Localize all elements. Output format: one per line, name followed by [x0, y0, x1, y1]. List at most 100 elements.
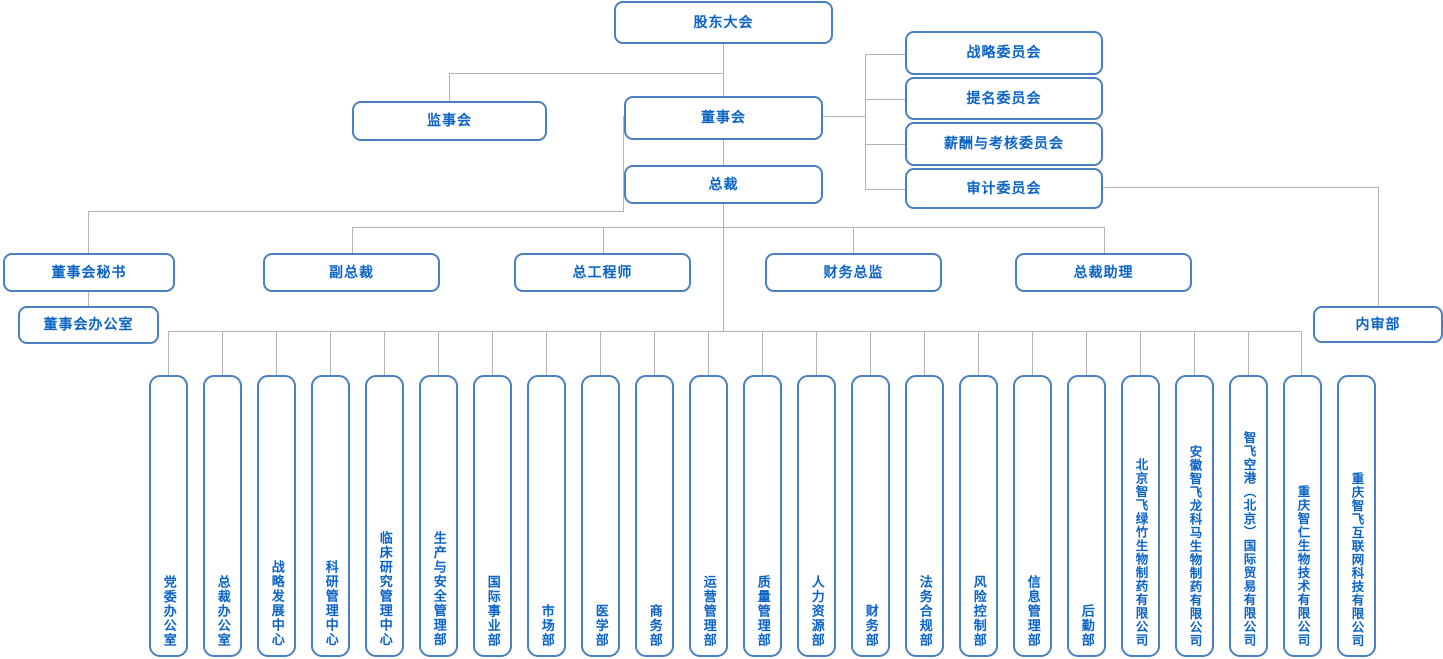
node-department-president-office[interactable]: 总裁办公室: [203, 375, 242, 657]
node-label: 总裁: [708, 175, 739, 192]
connector-dept-drop: [438, 331, 439, 375]
node-label: 生产与安全管理部: [431, 531, 447, 647]
node-department-marketing[interactable]: 市场部: [527, 375, 566, 657]
node-label: 质量管理部: [755, 574, 771, 648]
node-label: 内审部: [1355, 315, 1401, 332]
connector-sub-drop: [1248, 331, 1249, 375]
node-label: 风险控制部: [971, 574, 987, 648]
node-label: 薪酬与考核委员会: [944, 135, 1064, 152]
connector-dept-drop: [816, 331, 817, 375]
node-label: 医学部: [593, 603, 609, 648]
connector-exec-chief-engineer: [603, 227, 604, 253]
node-department-logistics[interactable]: 后勤部: [1067, 375, 1106, 657]
node-label: 总裁办公室: [215, 574, 231, 648]
node-department-international-business[interactable]: 国际事业部: [473, 375, 512, 657]
node-label: 商务部: [647, 603, 663, 648]
connector-dept-drop: [1032, 331, 1033, 375]
connector-executive-bus: [352, 227, 1105, 228]
connector-committee-2: [865, 99, 905, 100]
node-department-business-affairs[interactable]: 商务部: [635, 375, 674, 657]
node-label: 市场部: [539, 603, 555, 648]
node-label: 提名委员会: [966, 89, 1042, 106]
connector-dept-drop: [600, 331, 601, 375]
node-label: 安徽智飞龙科马生物制药有限公司: [1187, 444, 1202, 648]
node-label: 财务总监: [823, 263, 884, 280]
node-chief-engineer[interactable]: 总工程师: [514, 253, 691, 292]
node-department-legal-compliance[interactable]: 法务合规部: [905, 375, 944, 657]
node-department-party-committee-office[interactable]: 党委办公室: [149, 375, 188, 657]
connector-dept-drop: [762, 331, 763, 375]
node-department-production-safety-management[interactable]: 生产与安全管理部: [419, 375, 458, 657]
node-label: 科研管理中心: [323, 560, 339, 647]
node-board-office[interactable]: 董事会办公室: [18, 306, 159, 344]
node-subsidiary-chongqing-zhiren[interactable]: 重庆智仁生物技术有限公司: [1283, 375, 1322, 657]
connector-dept-drop: [168, 331, 169, 375]
node-subsidiary-beijing-luzhu[interactable]: 北京智飞绿竹生物制药有限公司: [1121, 375, 1160, 657]
node-subsidiary-chongqing-internet-tech[interactable]: 重庆智飞互联网科技有限公司: [1337, 375, 1376, 657]
connector-secretary-bus: [88, 211, 624, 212]
node-label: 审计委员会: [966, 179, 1042, 196]
connector-supervisory-down: [449, 73, 450, 101]
connector-sub-drop: [1301, 331, 1302, 375]
node-department-human-resources[interactable]: 人力资源部: [797, 375, 836, 657]
node-label: 财务部: [863, 603, 879, 648]
connector-secretary-office: [88, 292, 89, 306]
node-label: 总工程师: [572, 263, 633, 280]
node-cfo[interactable]: 财务总监: [765, 253, 942, 292]
connector-exec-cfo: [853, 227, 854, 253]
node-subsidiary-anhui-longcoma[interactable]: 安徽智飞龙科马生物制药有限公司: [1175, 375, 1214, 657]
node-label: 董事会: [701, 109, 746, 126]
node-label: 总裁助理: [1073, 263, 1134, 280]
connector-dept-drop: [924, 331, 925, 375]
connector-bus-supervisory: [449, 73, 724, 74]
node-label: 股东大会: [693, 13, 754, 30]
connector-dept-drop: [222, 331, 223, 375]
node-label: 国际事业部: [485, 574, 501, 648]
node-board-secretary[interactable]: 董事会秘书: [3, 253, 175, 292]
node-supervisory-board[interactable]: 监事会: [352, 101, 547, 141]
node-committee-compensation[interactable]: 薪酬与考核委员会: [905, 122, 1103, 166]
connector-dept-drop: [654, 331, 655, 375]
node-department-strategic-development-center[interactable]: 战略发展中心: [257, 375, 296, 657]
connector-shareholders-down: [723, 44, 724, 73]
node-department-quality-management[interactable]: 质量管理部: [743, 375, 782, 657]
node-committee-audit[interactable]: 审计委员会: [905, 168, 1103, 209]
node-label: 党委办公室: [161, 574, 177, 648]
connector-sub-drop: [1140, 331, 1141, 375]
node-department-clinical-research-management-center[interactable]: 临床研究管理中心: [365, 375, 404, 657]
connector-dept-drop: [276, 331, 277, 375]
connector-shareholders-board: [723, 73, 724, 101]
node-department-research-management-center[interactable]: 科研管理中心: [311, 375, 350, 657]
node-committee-strategy[interactable]: 战略委员会: [905, 31, 1103, 75]
connector-internal-down: [1378, 187, 1379, 306]
node-department-operations-management[interactable]: 运营管理部: [689, 375, 728, 657]
node-president-assistant[interactable]: 总裁助理: [1015, 253, 1192, 292]
connector-exec-vp: [352, 227, 353, 253]
node-label: 运营管理部: [701, 574, 717, 648]
connector-audit-to-internal: [1103, 187, 1378, 188]
node-department-medical[interactable]: 医学部: [581, 375, 620, 657]
node-label: 战略发展中心: [269, 560, 285, 647]
node-label: 董事会办公室: [43, 316, 134, 333]
node-department-information-management[interactable]: 信息管理部: [1013, 375, 1052, 657]
connector-committee-1: [865, 54, 905, 55]
connector-board-committees: [823, 116, 865, 117]
connector-sub-drop: [1194, 331, 1195, 375]
node-department-finance[interactable]: 财务部: [851, 375, 890, 657]
node-label: 临床研究管理中心: [377, 531, 393, 647]
connector-department-bus: [168, 331, 1301, 332]
node-internal-audit-department[interactable]: 内审部: [1313, 306, 1443, 343]
connector-committee-3: [865, 144, 905, 145]
node-committee-nomination[interactable]: 提名委员会: [905, 77, 1103, 120]
node-department-risk-control[interactable]: 风险控制部: [959, 375, 998, 657]
node-label: 重庆智飞互联网科技有限公司: [1349, 471, 1364, 648]
node-shareholders-meeting[interactable]: 股东大会: [614, 1, 833, 44]
connector-secretary-down: [88, 211, 89, 253]
node-vice-president[interactable]: 副总裁: [263, 253, 440, 292]
node-label: 北京智飞绿竹生物制药有限公司: [1133, 458, 1148, 647]
node-president[interactable]: 总裁: [624, 165, 823, 204]
connector-dept-drop: [870, 331, 871, 375]
connector-board-left-down: [623, 116, 624, 211]
node-board-of-directors[interactable]: 董事会: [624, 96, 823, 140]
node-subsidiary-zhifei-konggang[interactable]: 智飞空港（北京）国际贸易有限公司: [1229, 375, 1268, 657]
